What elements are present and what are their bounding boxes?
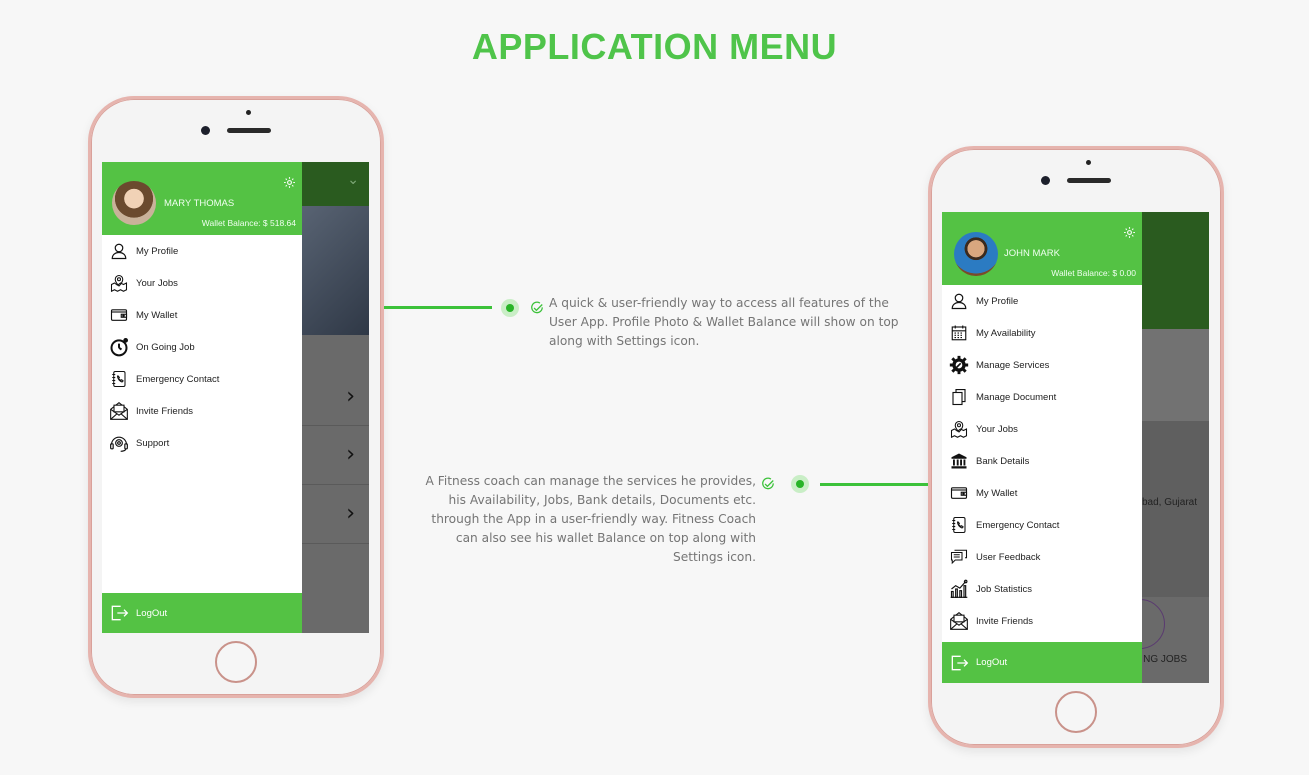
user-icon: [951, 293, 967, 310]
check-circle-icon: [531, 301, 543, 314]
headset-icon: [110, 436, 128, 452]
location-text: bad, Gujarat: [1141, 497, 1197, 508]
user-app-description: A quick & user-friendly way to access al…: [549, 296, 899, 348]
phone-book-icon: [112, 370, 126, 388]
navigation-drawer: MARY THOMAS Wallet Balance: $ 518.64 My …: [102, 162, 302, 633]
menu-item-invite-friends[interactable]: Invite Friends: [942, 605, 1142, 637]
menu-item-your-jobs[interactable]: Your Jobs: [942, 413, 1142, 445]
logout-icon: [951, 655, 969, 670]
home-button[interactable]: [1055, 691, 1097, 733]
map-pin-icon: [950, 420, 968, 438]
menu-item-support[interactable]: Support: [102, 427, 302, 459]
chart-icon: [950, 579, 968, 598]
menu-item-manage-services[interactable]: Manage Services: [942, 349, 1142, 381]
connector-line: [384, 306, 492, 309]
menu-item-my-wallet[interactable]: My Wallet: [102, 299, 302, 331]
chevron-right-icon: ›: [346, 501, 355, 526]
left-phone-screen: ⌄ › › › MARY THOMAS Wallet Balance: $ 51…: [102, 162, 369, 633]
envelope-icon: [110, 401, 128, 420]
logout-button[interactable]: LogOut: [102, 593, 302, 633]
menu-item-your-jobs[interactable]: Your Jobs: [102, 267, 302, 299]
calendar-icon: [951, 325, 967, 341]
user-icon: [111, 243, 127, 260]
bullet-dot: [791, 475, 809, 493]
menu-item-on-going-job[interactable]: On Going Job: [102, 331, 302, 363]
menu-item-emergency-contact[interactable]: Emergency Contact: [942, 509, 1142, 541]
chevron-down-icon[interactable]: ⌄: [347, 172, 359, 188]
chat-icon: [950, 549, 968, 565]
jobs-label: NG JOBS: [1143, 654, 1187, 665]
chevron-right-icon: ›: [346, 442, 355, 467]
phone-camera: [201, 126, 210, 135]
gear-wrench-icon: [949, 355, 969, 375]
user-name: MARY THOMAS: [164, 198, 235, 209]
documents-icon: [952, 388, 966, 406]
page-title: APPLICATION MENU: [471, 26, 838, 67]
menu-item-my-availability[interactable]: My Availability: [942, 317, 1142, 349]
stopwatch-icon: [110, 338, 128, 357]
home-button[interactable]: [215, 641, 257, 683]
avatar[interactable]: [954, 232, 998, 276]
navigation-drawer: JOHN MARK Wallet Balance: $ 0.00 My Prof…: [942, 212, 1142, 683]
phone-sensor: [1086, 160, 1091, 165]
phone-camera: [1041, 176, 1050, 185]
phone-speaker: [227, 128, 271, 133]
user-name: JOHN MARK: [1004, 248, 1060, 259]
menu-item-user-feedback[interactable]: User Feedback: [942, 541, 1142, 573]
logout-button[interactable]: LogOut: [942, 642, 1142, 683]
menu-item-my-profile[interactable]: My Profile: [942, 285, 1142, 317]
settings-gear-icon[interactable]: [283, 176, 296, 189]
bullet-dot: [501, 299, 519, 317]
coach-app-description: A Fitness coach can manage the services …: [425, 474, 756, 564]
menu-item-job-statistics[interactable]: Job Statistics: [942, 573, 1142, 605]
connector-line: [820, 483, 928, 486]
avatar[interactable]: [112, 181, 156, 225]
wallet-icon: [950, 487, 968, 499]
phone-sensor: [246, 110, 251, 115]
bank-icon: [951, 453, 967, 469]
check-circle-icon: [762, 477, 774, 490]
wallet-icon: [110, 309, 128, 321]
menu-item-manage-document[interactable]: Manage Document: [942, 381, 1142, 413]
drawer-header: JOHN MARK Wallet Balance: $ 0.00: [942, 212, 1142, 285]
menu-item-invite-friends[interactable]: Invite Friends: [102, 395, 302, 427]
menu-item-emergency-contact[interactable]: Emergency Contact: [102, 363, 302, 395]
drawer-header: MARY THOMAS Wallet Balance: $ 518.64: [102, 162, 302, 235]
settings-gear-icon[interactable]: [1123, 226, 1136, 239]
menu-item-bank-details[interactable]: Bank Details: [942, 445, 1142, 477]
logout-icon: [111, 605, 129, 621]
right-phone-screen: bad, Gujarat NG JOBS JOHN MARK Wallet Ba…: [942, 212, 1209, 683]
phone-speaker: [1067, 178, 1111, 183]
menu-item-my-wallet[interactable]: My Wallet: [942, 477, 1142, 509]
phone-book-icon: [952, 516, 966, 534]
wallet-balance: Wallet Balance: $ 0.00: [1051, 268, 1136, 278]
menu-item-my-profile[interactable]: My Profile: [102, 235, 302, 267]
wallet-balance: Wallet Balance: $ 518.64: [201, 218, 296, 228]
map-pin-icon: [110, 274, 128, 292]
envelope-icon: [950, 611, 968, 630]
chevron-right-icon: ›: [346, 384, 355, 409]
